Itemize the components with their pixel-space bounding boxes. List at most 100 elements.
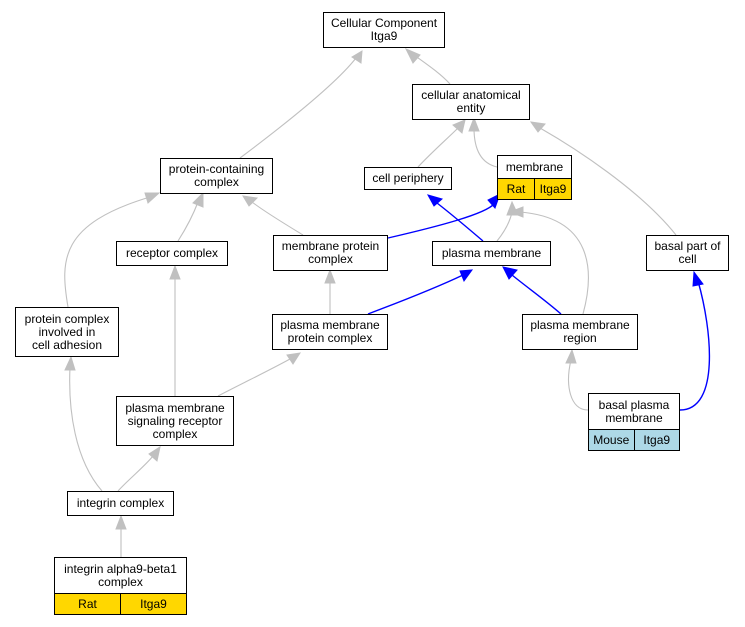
node-basal-plasma-membrane[interactable]: basal plasma membrane Mouse Itga9 [588, 393, 680, 451]
edge-line [69, 366, 103, 492]
edge-arrowhead [565, 348, 577, 364]
edge-pm-to-membrane [496, 200, 519, 242]
edge-line [496, 211, 513, 242]
edge-arrowhead [692, 270, 704, 287]
edge-arrowhead [468, 116, 480, 132]
node-plasma-membrane-region[interactable]: plasma membrane region [522, 314, 638, 350]
node-label: cellular anatomical entity [421, 88, 521, 115]
species-tag: Mouse [589, 430, 634, 450]
edge-line [117, 455, 154, 492]
node-label: protein-containing complex [168, 162, 265, 189]
gene-tag: Itga9 [633, 430, 679, 450]
node-integrin-complex[interactable]: integrin complex [67, 491, 174, 516]
edge-pm-to-cellper [426, 194, 484, 242]
edge-arrowhead [404, 48, 421, 64]
edge-line [417, 127, 459, 168]
edge-arrowhead [115, 514, 127, 530]
node-protein-containing-complex[interactable]: protein-containing complex [160, 158, 273, 194]
edge-arrowhead [324, 268, 336, 284]
edge-pmsrc-to-pmpc [217, 352, 302, 397]
edge-pmr-to-pm [502, 266, 562, 315]
node-label: membrane [505, 159, 564, 174]
edge-bpm-to-basalpart [679, 270, 711, 411]
node-label: plasma membrane region [530, 318, 630, 345]
edge-line [217, 358, 291, 397]
node-plasma-membrane-protein-complex[interactable]: plasma membrane protein complex [272, 314, 388, 350]
node-protein-complex-cell-adhesion[interactable]: protein complex involved in cell adhesio… [15, 307, 119, 357]
edge-pcc-to-cc [239, 50, 363, 159]
gene-tag: Itga9 [120, 594, 186, 614]
node-cell-periphery[interactable]: cell periphery [364, 167, 452, 190]
node-membrane[interactable]: membrane Rat Itga9 [497, 155, 572, 200]
edge-line [64, 196, 151, 308]
edge-integrin-to-pmsrc [117, 445, 161, 492]
edge-pmr-to-membrane [508, 206, 589, 315]
node-membrane-protein-complex[interactable]: membrane protein complex [273, 235, 388, 271]
edge-arrowhead [192, 191, 204, 208]
edge-arrowhead [148, 445, 161, 462]
node-plasma-membrane[interactable]: plasma membrane [432, 241, 551, 266]
edge-arrowhead [508, 206, 524, 218]
annotation-row: Mouse Itga9 [589, 429, 679, 450]
edge-arrowhead [459, 269, 474, 283]
edge-pmpc-to-pm [367, 269, 474, 315]
edge-receptor-to-pcc [177, 191, 204, 242]
edge-integrin-to-pcadh [64, 355, 103, 492]
edge-arrowhead [64, 355, 76, 371]
edge-arrowhead [286, 352, 302, 365]
node-label: plasma membrane protein complex [280, 318, 380, 345]
edge-line [239, 57, 357, 159]
node-integrin-alpha9-beta1-complex[interactable]: integrin alpha9-beta1 complex Rat Itga9 [54, 557, 187, 615]
edge-line [367, 274, 464, 315]
edge-cae-to-cc [404, 48, 451, 85]
edge-arrowhead [502, 266, 518, 280]
node-label: Cellular Component Itga9 [330, 16, 438, 43]
edge-arrowhead [169, 264, 181, 280]
edge-pmsrc-to-receptor [169, 264, 181, 396]
node-label: membrane protein complex [281, 239, 380, 266]
node-label: cell periphery [372, 171, 444, 185]
edge-line [413, 54, 451, 85]
edge-basalpart-to-cae [529, 121, 677, 236]
edge-pmpc-to-mpc [324, 268, 336, 314]
edge-membrane-to-cae [468, 116, 498, 168]
annotation-row: Rat Itga9 [55, 593, 186, 614]
node-label: protein complex involved in cell adhesio… [24, 311, 110, 352]
edge-a9b1-to-integrin [115, 514, 127, 557]
edge-line [511, 274, 562, 315]
edge-line [539, 127, 677, 236]
species-tag: Rat [498, 179, 534, 199]
node-cellular-component[interactable]: Cellular Component Itga9 [323, 12, 445, 48]
node-label: plasma membrane [441, 246, 542, 260]
edge-cellper-to-cae [417, 119, 466, 168]
edge-line [251, 201, 304, 236]
annotation-row: Rat Itga9 [498, 178, 571, 199]
edge-pcadh-to-pcc [64, 192, 161, 308]
edge-arrowhead [452, 119, 466, 134]
edge-line [436, 202, 484, 242]
node-label: receptor complex [125, 246, 219, 260]
node-receptor-complex[interactable]: receptor complex [116, 241, 228, 266]
edge-arrowhead [529, 121, 546, 133]
node-plasma-membrane-signaling-receptor-complex[interactable]: plasma membrane signaling receptor compl… [116, 396, 234, 446]
gene-tag: Itga9 [534, 179, 571, 199]
node-label: integrin complex [76, 496, 165, 510]
edge-mpc-to-pcc [242, 195, 304, 236]
edge-mpc-to-membrane [387, 192, 501, 239]
edge-arrowhead [144, 192, 161, 204]
node-cellular-anatomical-entity[interactable]: cellular anatomical entity [412, 84, 530, 120]
node-label: integrin alpha9-beta1 complex [64, 561, 177, 589]
edge-line [519, 211, 589, 315]
edge-arrowhead [351, 50, 363, 64]
edge-arrowhead [426, 194, 444, 207]
species-tag: Rat [55, 594, 120, 614]
edge-arrowhead [242, 195, 259, 207]
edge-line [177, 201, 199, 242]
node-label: plasma membrane signaling receptor compl… [125, 400, 225, 441]
edge-line [679, 280, 711, 411]
edge-bpm-to-pmr [565, 348, 589, 411]
edge-line [387, 203, 495, 239]
node-label: basal part of cell [654, 239, 721, 266]
node-basal-part-of-cell[interactable]: basal part of cell [646, 235, 729, 271]
